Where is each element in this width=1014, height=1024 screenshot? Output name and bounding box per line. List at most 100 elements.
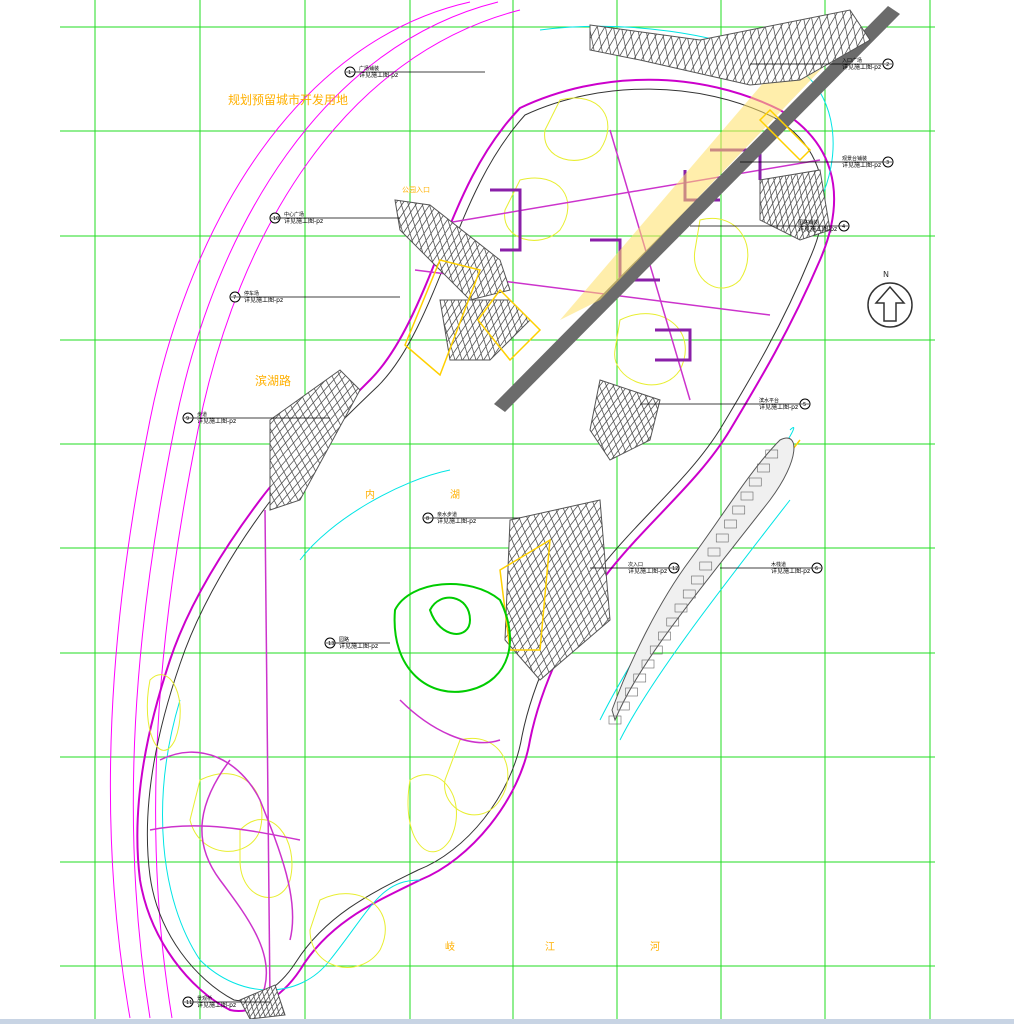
island-paving-tile [715, 533, 729, 543]
coordinate-grid [60, 0, 935, 1019]
island-paving-tile [765, 449, 779, 459]
island-paving-tile [658, 631, 671, 641]
island-paving-tile [641, 659, 655, 669]
urban-area-label: 规划预留城市开发用地 [228, 92, 348, 107]
callout-title: 木栈道 [771, 561, 786, 568]
callout-number: 5 [803, 402, 806, 408]
river-label-3: 河 [650, 941, 660, 953]
island-paving-tile [674, 603, 688, 613]
callout-ref: 详见施工图-pz [359, 71, 398, 79]
river-label-1: 岐 [445, 940, 455, 953]
island-paving-tile [666, 617, 680, 627]
outer-road [109, 1, 521, 1019]
island-paving-tile [699, 561, 713, 571]
island-paving-tile [625, 687, 638, 697]
callout-ref: 详见施工图-pz [842, 63, 881, 71]
main-causeway [494, 6, 900, 412]
callout-ref: 详见施工图-pz [339, 642, 378, 650]
callout-ref: 详见施工图-pz [437, 517, 476, 525]
lake-label-2: 湖 [450, 489, 460, 501]
callout-ref: 详见施工图-pz [759, 403, 798, 411]
callout-title: 中心广场 [284, 211, 304, 218]
window-bottom-edge [0, 1019, 1014, 1024]
callout-ref: 详见施工图-pz [842, 161, 881, 169]
callout-title: 停车场 [244, 290, 259, 297]
island-paving-tile [732, 505, 746, 515]
island-paving-tile [748, 477, 762, 487]
callout-number: 11 [186, 1000, 192, 1006]
callout-number: 4 [842, 224, 845, 230]
callout-number: 6 [815, 566, 818, 572]
callout-ref: 详见施工图-pz [197, 1001, 236, 1009]
callout-ref: 详见施工图-pz [244, 296, 283, 304]
callout-ref: 详见施工图-pz [798, 225, 837, 233]
north-arrow [867, 282, 913, 328]
callout-title: 入口广场 [842, 57, 862, 64]
island-paving-tile [691, 575, 704, 585]
callout-number: 8 [426, 516, 429, 522]
island-paving-tile [707, 547, 721, 557]
callout-number: 10 [273, 216, 279, 222]
callout-number: 2 [886, 62, 889, 68]
callout-number: 7 [233, 295, 236, 301]
callout-number: 13 [328, 641, 334, 647]
island-paving-tile [649, 645, 663, 655]
north-label: N [883, 270, 889, 279]
callout-ref: 详见施工图-pz [284, 217, 323, 225]
river-label-2: 江 [545, 941, 555, 953]
east-island [608, 437, 795, 725]
playground-ring [393, 583, 511, 693]
callout-title: 亲水步道 [437, 511, 457, 518]
road-label: 滨湖路 [255, 373, 291, 388]
entrance-label: 公园入口 [402, 186, 430, 194]
callout-title: 广场铺装 [359, 65, 379, 72]
callout-title: 观景台铺装 [842, 155, 867, 162]
island-paving-tile [740, 491, 754, 501]
island-paving-tile [757, 463, 770, 473]
callout-title: 园路铺装 [798, 219, 818, 226]
callout-number: 12 [672, 566, 678, 572]
callout-ref: 详见施工图-pz [628, 567, 667, 575]
callout-title: 园路 [339, 636, 349, 643]
callout-title: 步道 [197, 411, 207, 418]
callout-title: 滨水平台 [759, 397, 779, 404]
lake-label-1: 内 [365, 488, 375, 501]
callout-number: 1 [348, 70, 351, 76]
callout-number: 3 [886, 160, 889, 166]
island-paving-tile [608, 715, 622, 725]
callout-ref: 详见施工图-pz [197, 417, 236, 425]
terrain-contours [146, 97, 749, 968]
island-paving-tile [682, 589, 696, 599]
callout-title: 景观桥 [197, 995, 212, 1002]
callout-number: 9 [186, 416, 189, 422]
callout-title: 次入口 [628, 561, 643, 568]
island-paving-tile [724, 519, 737, 529]
island-paving-tile [633, 673, 647, 683]
callout-ref: 详见施工图-pz [771, 567, 810, 575]
island-paving-tile [616, 701, 630, 711]
